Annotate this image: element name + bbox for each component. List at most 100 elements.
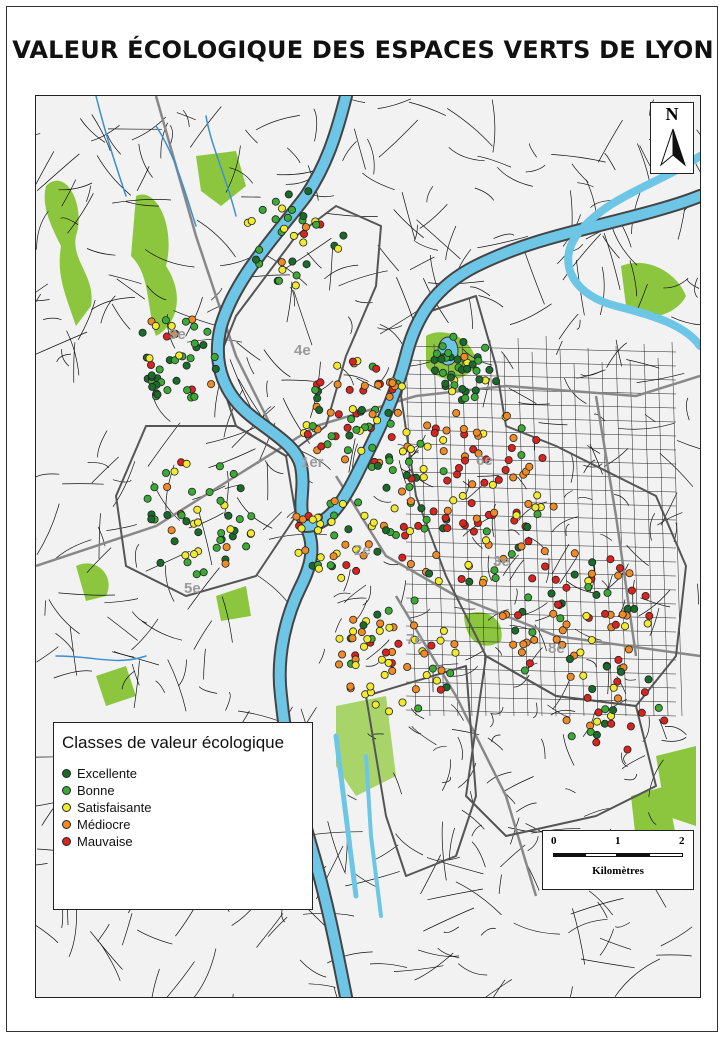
green-space-point: [373, 416, 382, 425]
green-space-point: [443, 523, 452, 532]
green-space-point: [335, 634, 344, 643]
green-space-point: [416, 439, 425, 448]
green-space-point: [277, 258, 286, 267]
green-space-point: [601, 705, 610, 714]
green-space-point: [645, 611, 654, 620]
green-space-point: [299, 238, 308, 247]
green-space-point: [147, 360, 156, 369]
green-space-point: [337, 573, 346, 582]
green-space-point: [406, 497, 415, 506]
green-space-point: [593, 717, 602, 726]
green-space-point: [468, 360, 477, 369]
green-space-point: [442, 426, 451, 435]
green-space-point: [551, 575, 560, 584]
green-space-point: [472, 514, 481, 523]
green-space-point: [436, 636, 445, 645]
green-space-point: [540, 547, 549, 556]
green-space-point: [509, 473, 518, 482]
green-space-point: [475, 375, 484, 384]
green-space-point: [280, 224, 289, 233]
green-space-point: [432, 349, 441, 358]
green-space-point: [601, 609, 610, 618]
green-space-point: [143, 494, 152, 503]
green-space-point: [182, 459, 191, 468]
north-arrow-icon: [659, 128, 687, 167]
green-space-point: [549, 609, 558, 618]
green-space-point: [186, 354, 195, 363]
green-space-point: [592, 590, 601, 599]
green-space-point: [562, 620, 571, 629]
green-space-point: [384, 606, 393, 615]
green-space-point: [339, 231, 348, 240]
green-space-point: [162, 332, 171, 341]
legend-label: Mauvaise: [77, 834, 133, 849]
green-space-point: [459, 519, 468, 528]
green-space-point: [357, 405, 366, 414]
green-space-point: [471, 386, 480, 395]
green-space-point: [523, 522, 532, 531]
green-space-point: [343, 446, 352, 455]
green-space-point: [402, 471, 411, 480]
green-space-point: [458, 384, 467, 393]
green-space-point: [613, 677, 622, 686]
green-space-point: [360, 381, 369, 390]
green-space-point: [570, 549, 579, 558]
green-space-point: [398, 553, 407, 562]
green-space-point: [393, 408, 402, 417]
arrondissement-label: 9e: [169, 326, 186, 343]
green-space-point: [566, 672, 575, 681]
green-space-point: [326, 561, 335, 570]
green-space-point: [422, 671, 431, 680]
green-space-point: [183, 558, 192, 567]
green-space-point: [538, 453, 547, 462]
green-space-point: [190, 392, 199, 401]
green-space-point: [278, 265, 287, 274]
legend-item: Satisfaisante: [62, 799, 151, 816]
green-space-point: [461, 394, 470, 403]
green-space-point: [438, 342, 447, 351]
scale-bar: 0 1 2 Kilomètres: [542, 830, 694, 890]
green-space-point: [507, 550, 516, 559]
green-space-point: [432, 676, 441, 685]
green-space-point: [411, 685, 420, 694]
green-space-point: [565, 655, 574, 664]
green-space-point: [436, 685, 445, 694]
green-space-point: [454, 463, 463, 472]
green-space-point: [255, 245, 264, 254]
green-space-point: [181, 551, 190, 560]
green-space-point: [299, 229, 308, 238]
green-space-point: [525, 659, 534, 668]
arrondissement-label: 7e: [406, 631, 423, 648]
green-space-point: [289, 231, 298, 240]
green-space-point: [151, 321, 160, 330]
green-space-point: [397, 487, 406, 496]
green-space-point: [344, 525, 353, 534]
green-space-point: [215, 462, 224, 471]
green-space-point: [388, 466, 397, 475]
green-space-point: [161, 316, 170, 325]
green-space-point: [460, 456, 469, 465]
green-space-point: [341, 540, 350, 549]
green-space-point: [162, 468, 171, 477]
green-space-point: [175, 351, 184, 360]
green-space-point: [490, 566, 499, 575]
map-area[interactable]: 9e 4e 1er 6e 5e 2e 3e 7e 8e N Classes de…: [35, 95, 701, 998]
green-space-point: [511, 626, 520, 635]
green-space-point: [212, 543, 221, 552]
green-space-point: [347, 415, 356, 424]
green-space-point: [611, 620, 620, 629]
green-space-point: [271, 215, 280, 224]
green-space-point: [430, 366, 439, 375]
green-space-point: [469, 527, 478, 536]
green-space-point: [351, 661, 360, 670]
green-space-point: [348, 405, 357, 414]
green-space-point: [163, 482, 172, 491]
green-space-point: [308, 515, 317, 524]
green-space-point: [150, 483, 159, 492]
green-space-point: [181, 317, 190, 326]
green-space-point: [384, 658, 393, 667]
green-space-point: [294, 548, 303, 557]
green-space-point: [567, 732, 576, 741]
green-space-point: [624, 645, 633, 654]
green-space-point: [422, 515, 431, 524]
